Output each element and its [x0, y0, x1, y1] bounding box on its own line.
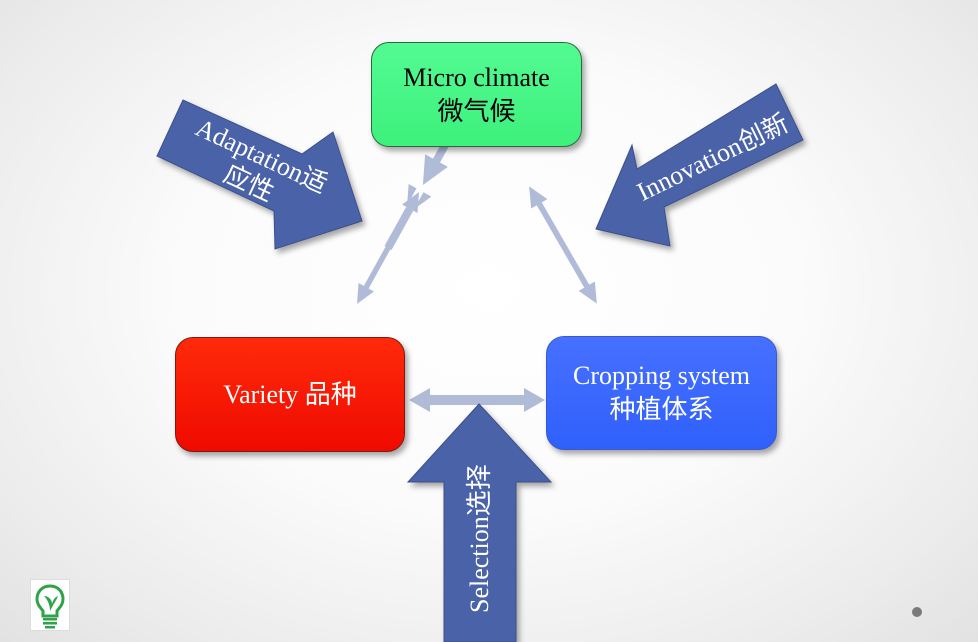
lightbulb-leaf-icon [30, 579, 70, 631]
node-micro-climate-sublabel: 微气候 [437, 96, 516, 126]
node-cropping-system: Cropping system 种植体系 [546, 336, 777, 450]
node-variety-label: Variety 品种 [223, 379, 357, 409]
selection-arrow-label: Selection选择 [465, 464, 494, 613]
node-micro-climate: Micro climate 微气候 [371, 42, 582, 147]
node-cropping-system-label: Cropping system [573, 361, 750, 390]
connector-micro-crop [529, 186, 597, 304]
innovation-arrow [595, 83, 804, 247]
selection-arrow [406, 403, 553, 642]
connector-variety-crop [409, 388, 545, 412]
adaptation-arrow [156, 99, 363, 250]
node-variety: Variety 品种 [175, 337, 405, 452]
connector-micro-variety [357, 141, 450, 304]
node-micro-climate-label: Micro climate [403, 62, 550, 92]
node-cropping-system-sublabel: 种植体系 [609, 395, 714, 424]
page-indicator-dot [912, 607, 922, 617]
